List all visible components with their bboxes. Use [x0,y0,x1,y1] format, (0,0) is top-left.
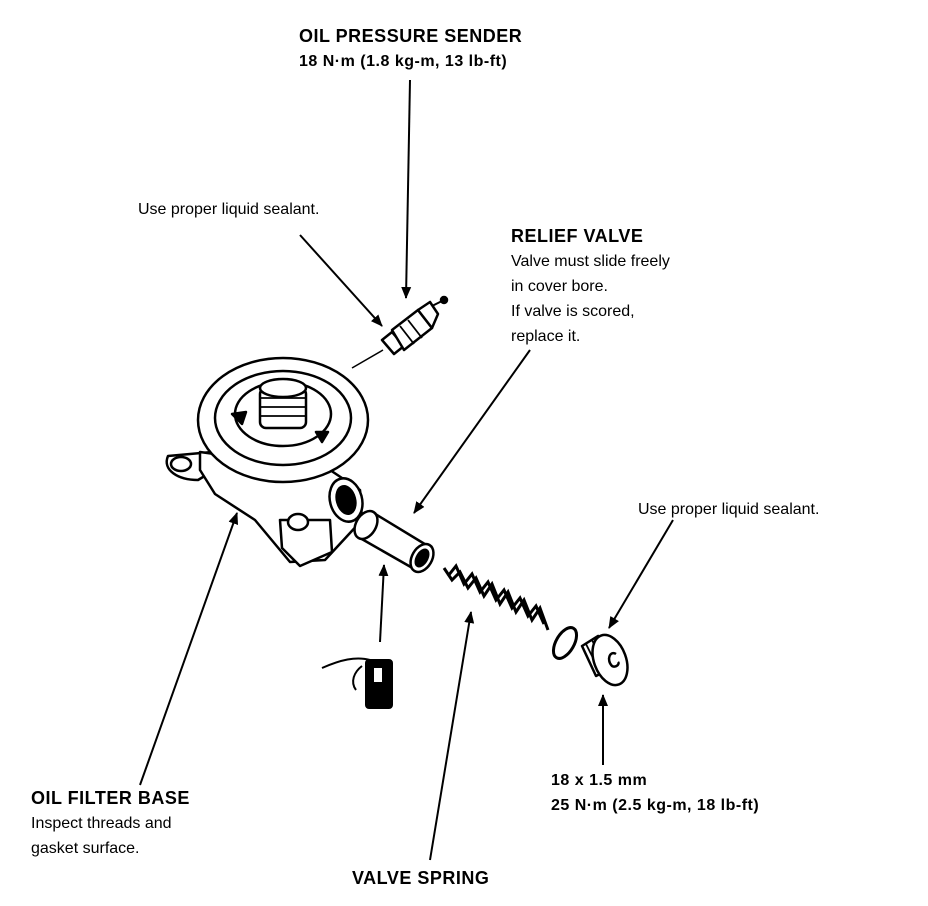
valve-spring-label: VALVE SPRING [352,868,490,888]
plug-bolt [580,633,629,687]
filter-base-line1: Inspect threads and [31,815,172,832]
bolt-label: 18 x 1.5 mm 25 N·m (2.5 kg-m, 18 lb-ft) [551,768,759,818]
filter-base-line2: gasket surface. [31,840,140,857]
relief-valve-line4: replace it. [511,328,581,345]
valve-spring-arrow [429,611,475,861]
relief-valve-line3: If valve is scored, [511,303,635,320]
filter-base-label: OIL FILTER BASE Inspect threads and gask… [31,786,190,861]
sender-torque: 18 N·m (1.8 kg-m, 13 lb-ft) [299,53,508,70]
sealing-washer [551,626,579,660]
oil-drop-icon [321,657,393,709]
relief-valve-label: RELIEF VALVE Valve must slide freely in … [511,224,670,349]
relief-valve-line2: in cover bore. [511,278,608,295]
sealant-top-label: Use proper liquid sealant. [138,201,320,218]
valve-spring [442,563,550,631]
bolt-size: 18 x 1.5 mm [551,772,648,789]
filter-base-title: OIL FILTER BASE [31,788,190,808]
relief-valve [353,509,435,574]
sender-title: OIL PRESSURE SENDER [299,26,523,46]
oil-pressure-sender [351,295,449,369]
sealant-top-arrow [299,234,383,327]
relief-valve-line1: Valve must slide freely [511,253,670,270]
sealant-right-arrow [608,519,674,629]
relief-valve-arrow [413,349,531,514]
sender-label: OIL PRESSURE SENDER 18 N·m (1.8 kg-m, 13… [299,24,522,74]
oil-filter-base [165,356,370,568]
sender-arrow [401,79,412,299]
filter-base-arrow [139,512,239,786]
assembly-arrow [378,564,389,643]
bolt-torque: 25 N·m (2.5 kg-m, 18 lb-ft) [551,797,760,814]
leader-arrows [139,79,674,861]
sealant-right-label: Use proper liquid sealant. [638,501,820,518]
relief-valve-title: RELIEF VALVE [511,226,644,246]
